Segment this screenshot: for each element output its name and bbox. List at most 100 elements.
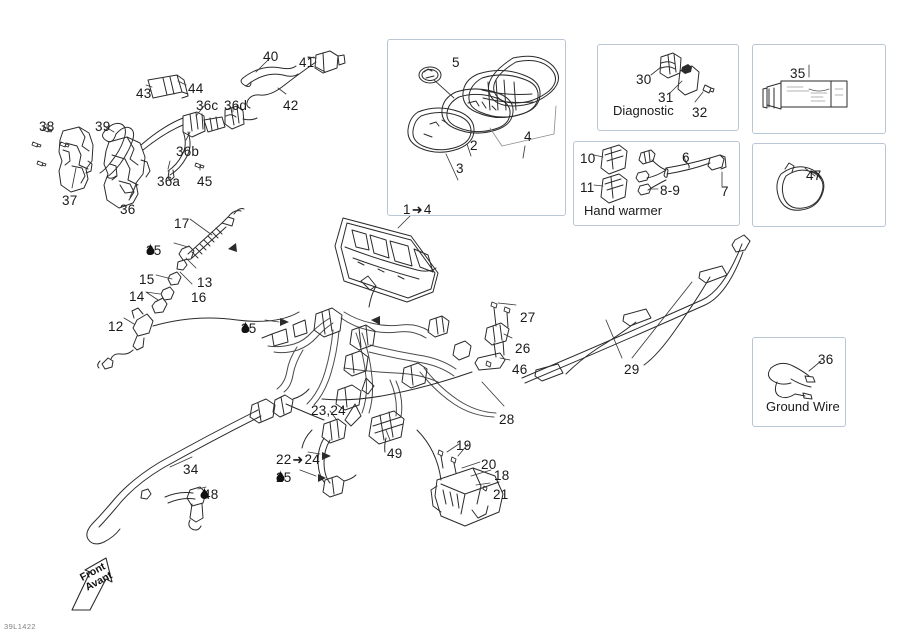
part-38-screws: [31, 126, 70, 167]
callout-32: 32: [692, 105, 708, 120]
part-36-switch-block: [103, 136, 151, 209]
callout-12: 12: [108, 319, 124, 334]
grease-mark-35a: 35: [146, 243, 165, 258]
callout-3: 3: [456, 161, 464, 176]
callout-34: 34: [183, 462, 199, 477]
part-46-grommet-link: [452, 340, 472, 361]
part-main-harness: [267, 311, 497, 418]
part-32-screw: [702, 84, 715, 94]
callout-2: 2: [470, 138, 478, 153]
callout-27: 27: [520, 310, 536, 325]
part-43-44-block: [147, 74, 189, 99]
part-40-hose: [240, 65, 299, 87]
grease-drop-icon: [146, 243, 155, 255]
part-harness-misc: [301, 403, 362, 449]
pointer-arrowheads: [228, 243, 380, 482]
callout-36b: 36b: [176, 144, 200, 159]
callout-22-to-24: 22➜24: [276, 452, 320, 467]
leader-lines: [46, 56, 693, 490]
callout-49: 49: [387, 446, 403, 461]
callout-46: 46: [512, 362, 528, 377]
part-5-knob: [418, 66, 442, 84]
callout-42: 42: [283, 98, 299, 113]
part-36d-connector: [224, 105, 245, 130]
part-1-4-gauge-cluster: [334, 217, 439, 308]
cable-clip: [534, 265, 728, 382]
part-12-cable-run: [152, 311, 300, 327]
callout-40: 40: [263, 49, 279, 64]
grease-mark-35b: 35: [241, 321, 260, 336]
grease-mark-48: 48: [200, 487, 218, 502]
part-1-gauge-face: [462, 70, 541, 118]
callout-44: 44: [188, 81, 204, 96]
callout-39: 39: [95, 119, 111, 134]
part-37-housing: [58, 126, 94, 193]
part-12-cable-end: [97, 307, 154, 370]
callout-14: 14: [129, 289, 145, 304]
callout-10: 10: [580, 151, 596, 166]
front-arrow-icon: Front Avant: [60, 552, 160, 612]
part-42-wire: [246, 61, 317, 109]
range-arrow-icon: ➜: [411, 202, 423, 217]
callout-26: 26: [515, 341, 531, 356]
part-30-connector: [659, 52, 682, 79]
callout-1-to-4: 1➜4: [403, 202, 432, 217]
ground-wire-panel-title: Ground Wire: [766, 399, 840, 414]
callout-20: 20: [481, 457, 497, 472]
part-11-switch: [600, 173, 628, 204]
callout-36-ground: 36: [818, 352, 834, 367]
grease-drop-icon: [200, 487, 209, 499]
callout-23-24: 23,24: [311, 403, 346, 418]
callout-45: 45: [197, 174, 213, 189]
range-arrow-icon: ➜: [292, 452, 304, 467]
callout-17: 17: [174, 216, 190, 231]
strap-panel: [752, 143, 886, 227]
ground-wire-panel: Ground Wire: [752, 337, 846, 427]
part-4-gasket: [488, 55, 559, 107]
part-34-cable: [86, 388, 310, 545]
part-28-wire: [321, 371, 473, 401]
callout-36c: 36c: [196, 98, 219, 113]
callout-21: 21: [493, 487, 509, 502]
gauge-cluster-panel: [387, 39, 566, 216]
callout-11: 11: [580, 180, 595, 195]
part-31-module: [677, 64, 700, 96]
part-49-connector: [368, 410, 405, 453]
callout-36a: 36a: [157, 174, 181, 189]
grease-tube-panel: [752, 44, 886, 134]
part-6-8-9-harness: [635, 149, 727, 196]
callout-35-tube: 35: [790, 66, 806, 81]
hand-warmer-art: [593, 144, 727, 204]
callout-41: 41: [299, 55, 315, 70]
callout-28: 28: [499, 412, 515, 427]
callout-6: 6: [682, 150, 690, 165]
gauge-cluster-art: [407, 55, 559, 181]
diagnostic-panel-title: Diagnostic: [613, 103, 674, 118]
hand-warmer-panel: Hand warmer: [573, 141, 740, 226]
part-26-27-46-bracket: [474, 301, 511, 371]
callout-31: 31: [658, 90, 674, 105]
ground-wire-art: [767, 360, 822, 400]
callout-29: 29: [624, 362, 640, 377]
callout-47: 47: [806, 168, 822, 183]
callout-30: 30: [636, 72, 652, 87]
part-harness-connectors: [261, 307, 450, 411]
part-3-lens: [407, 107, 475, 153]
grease-mark-25: 25: [276, 470, 295, 485]
callout-15: 15: [139, 272, 155, 287]
callout-18: 18: [494, 468, 510, 483]
part-41-connector: [307, 50, 346, 74]
grease-tube-art: [762, 64, 848, 110]
part-29-long-cable: [521, 234, 751, 384]
callout-38: 38: [39, 119, 55, 134]
callout-36-switch: 36: [120, 202, 136, 217]
part-10-switch: [600, 144, 628, 175]
callout-19: 19: [456, 438, 472, 453]
callout-4: 4: [524, 129, 532, 144]
callout-43: 43: [136, 86, 152, 101]
grease-drop-icon: [241, 321, 250, 333]
callout-7: 7: [721, 184, 729, 199]
hand-warmer-panel-title: Hand warmer: [584, 203, 663, 218]
diagnostic-panel: Diagnostic: [597, 44, 739, 131]
